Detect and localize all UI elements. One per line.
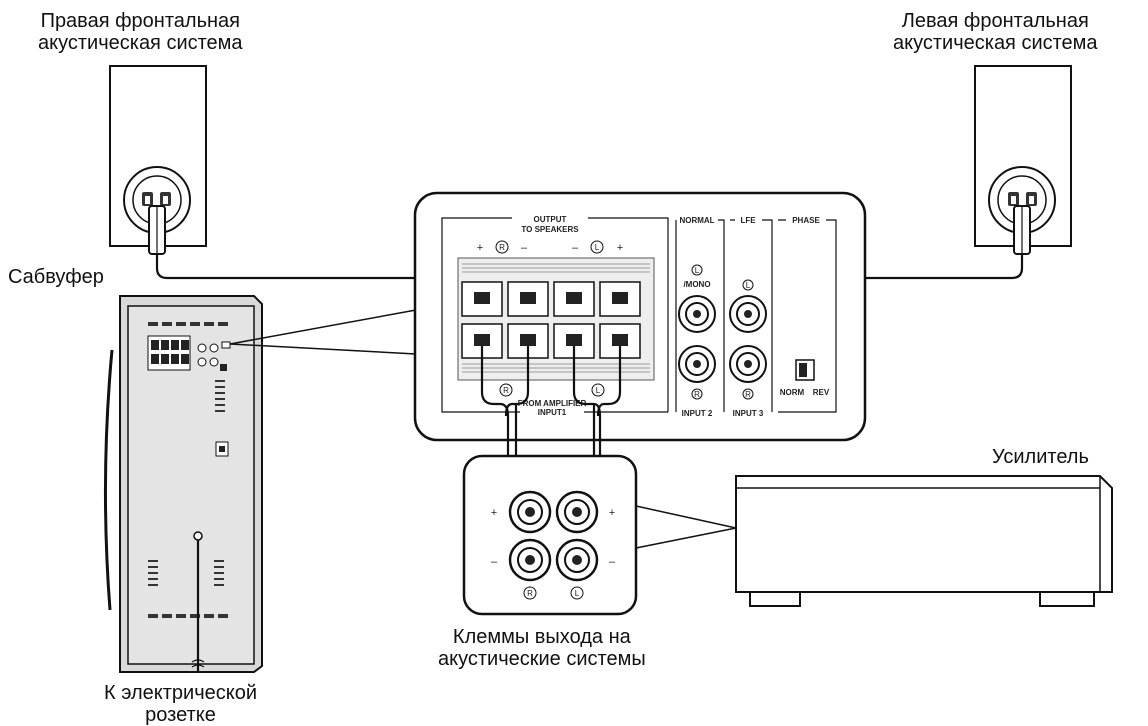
left-front-caption-line2: акустическая система (893, 32, 1098, 54)
in1-r-label: R (503, 386, 509, 395)
right-front-caption-line1: Правая фронтальная (40, 10, 240, 32)
amp-r-label: R (527, 589, 533, 598)
out-l-label: L (595, 243, 600, 252)
subwoofer (103, 295, 417, 673)
in2-l-label: L (695, 266, 700, 275)
out-r-minus: – (521, 242, 528, 254)
input2-jacks (678, 295, 716, 383)
terminals-caption-line2: акустические системы (438, 648, 646, 670)
amp-plus-l: + (609, 507, 615, 519)
in1-l-label: L (596, 386, 601, 395)
to-speakers-label: TO SPEAKERS (521, 225, 579, 234)
mono-label: /MONO (683, 280, 710, 289)
right-front-speaker-caption: Правая фронтальная акустическая система (38, 10, 243, 54)
amp-minus-l: – (609, 556, 616, 568)
terminals-caption-line1: Клеммы выхода на (452, 626, 631, 648)
out-r-label: R (499, 243, 505, 252)
out-l-minus: – (572, 242, 579, 254)
input2-label: INPUT 2 (682, 409, 713, 418)
amp-minus-r: – (491, 556, 498, 568)
outlet-caption-line2: розетке (145, 704, 216, 726)
output-label: OUTPUT (534, 215, 567, 224)
speaker-cables (155, 254, 1024, 280)
right-front-caption-line2: акустическая система (38, 32, 243, 54)
in3-l-label: L (746, 281, 751, 290)
subwoofer-top-slots (148, 322, 228, 326)
phase-switch[interactable] (795, 359, 815, 381)
subwoofer-side-slots (215, 380, 225, 412)
outlet-caption: К электрической розетке (104, 682, 257, 726)
input3-label: INPUT 3 (733, 409, 764, 418)
amp-l-label: L (575, 589, 580, 598)
out-l-plus: + (617, 242, 623, 254)
input3-jacks (729, 295, 767, 383)
amplifier (735, 475, 1113, 607)
phase-label: PHASE (792, 216, 820, 225)
subwoofer-bottom-vents (148, 560, 228, 618)
left-front-caption-line1: Левая фронтальная (901, 10, 1089, 32)
norm-label: NORM (780, 388, 805, 397)
output-terminals (461, 281, 641, 317)
amplifier-caption: Усилитель (992, 446, 1089, 468)
in2-r-label: R (694, 390, 700, 399)
right-front-speaker (109, 65, 207, 255)
left-front-speaker (974, 65, 1072, 255)
amp-plus-r: + (491, 507, 497, 519)
terminals-caption: Клеммы выхода на акустические системы (438, 626, 646, 670)
input1-label: INPUT1 (538, 408, 567, 417)
outlet-caption-line1: К электрической (104, 682, 258, 704)
rev-label: REV (813, 388, 830, 397)
out-r-plus: + (477, 242, 483, 254)
subwoofer-rear-panel: OUTPUT TO SPEAKERS + R – – L + (413, 191, 867, 442)
from-amplifier-label: FROM AMPLIFIER (518, 399, 587, 408)
subwoofer-caption: Сабвуфер (8, 266, 104, 288)
lfe-label: LFE (740, 216, 756, 225)
in3-r-label: R (745, 390, 751, 399)
normal-label: NORMAL (679, 216, 714, 225)
amplifier-terminals: + + – – R L (462, 454, 737, 616)
left-front-speaker-caption: Левая фронтальная акустическая система (893, 10, 1098, 54)
